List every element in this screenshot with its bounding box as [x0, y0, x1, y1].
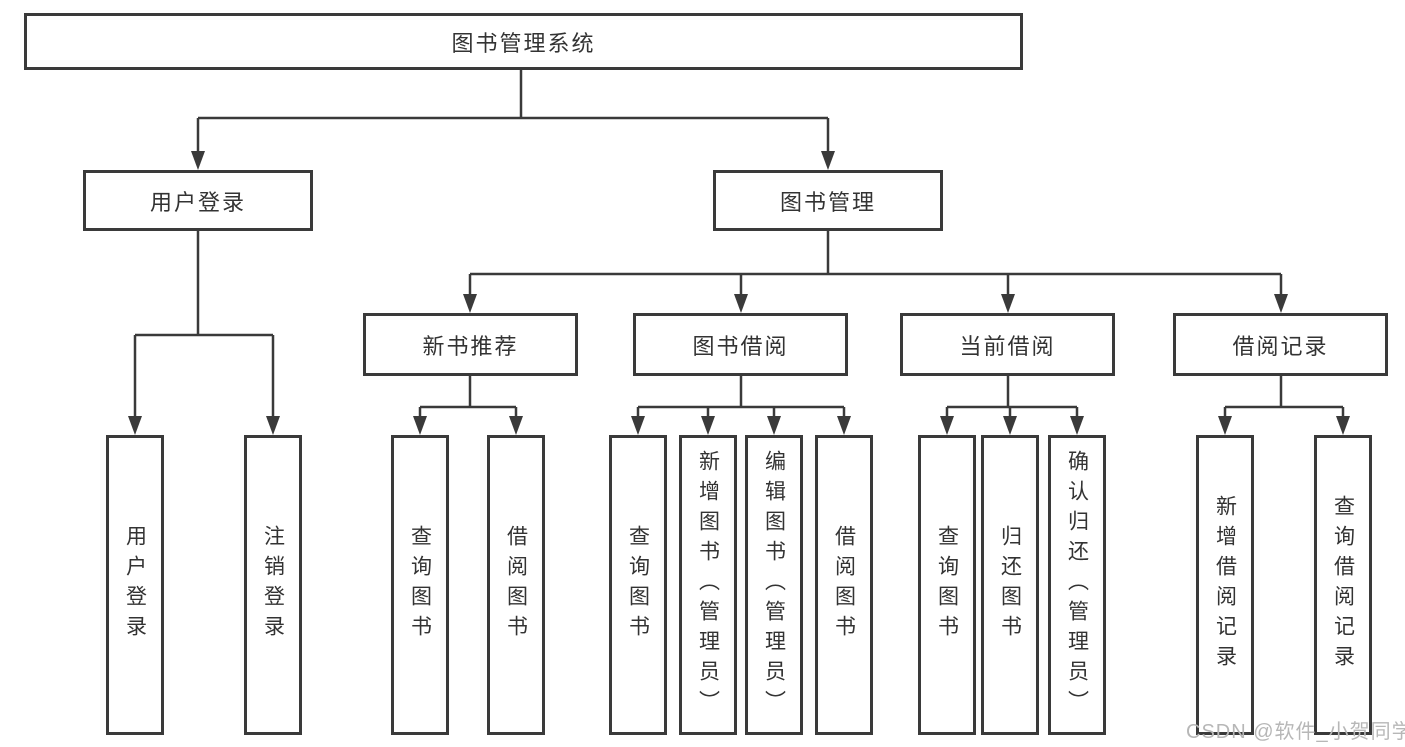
- node-library-management-system: 图书管理系统: [24, 13, 1023, 70]
- node-label: 用户登录: [149, 189, 246, 215]
- node-label: 图书管理系统: [451, 30, 596, 56]
- node-label: 借阅记录: [1232, 333, 1329, 359]
- leaf-label: 确认归还（管理员）: [1065, 450, 1089, 720]
- node-label: 当前借阅: [959, 333, 1056, 359]
- node-user-login: 用户登录: [83, 170, 313, 231]
- node-label: 图书借阅: [692, 333, 789, 359]
- node-new-book-recommendation: 新书推荐: [363, 313, 578, 376]
- leaf-query-books-current: 查询图书: [918, 435, 976, 735]
- leaf-label: 用户登录: [123, 525, 147, 645]
- leaf-add-books-admin: 新增图书（管理员）: [679, 435, 737, 735]
- node-label: 图书管理: [779, 189, 876, 215]
- leaf-label: 借阅图书: [832, 525, 856, 645]
- leaf-label: 注销登录: [261, 525, 285, 645]
- leaf-return-books: 归还图书: [981, 435, 1039, 735]
- node-borrowing-records: 借阅记录: [1173, 313, 1388, 376]
- leaf-label: 查询图书: [935, 525, 959, 645]
- connector-paths: [133, 70, 1345, 419]
- leaf-label: 新增图书（管理员）: [696, 450, 720, 720]
- leaf-confirm-return-admin: 确认归还（管理员）: [1048, 435, 1106, 735]
- leaf-borrow-books-recommend: 借阅图书: [487, 435, 545, 735]
- leaf-query-borrow-record: 查询借阅记录: [1314, 435, 1372, 735]
- leaf-query-books-recommend: 查询图书: [391, 435, 449, 735]
- leaf-user-login: 用户登录: [106, 435, 164, 735]
- leaf-label: 查询借阅记录: [1331, 495, 1355, 675]
- leaf-query-books-borrowing: 查询图书: [609, 435, 667, 735]
- node-book-borrowing: 图书借阅: [633, 313, 848, 376]
- csdn-watermark: CSDN @软件_小贺同学: [1186, 721, 1405, 743]
- leaf-label: 查询图书: [408, 525, 432, 645]
- node-current-borrowing: 当前借阅: [900, 313, 1115, 376]
- leaf-edit-books-admin: 编辑图书（管理员）: [745, 435, 803, 735]
- node-book-management: 图书管理: [713, 170, 943, 231]
- leaf-label: 借阅图书: [504, 525, 528, 645]
- leaf-borrow-books-borrowing: 借阅图书: [815, 435, 873, 735]
- leaf-label: 归还图书: [998, 525, 1022, 645]
- node-label: 新书推荐: [422, 333, 519, 359]
- leaf-logout-login: 注销登录: [244, 435, 302, 735]
- leaf-label: 编辑图书（管理员）: [762, 450, 786, 720]
- arrowheads: [128, 151, 1350, 435]
- leaf-add-borrow-record: 新增借阅记录: [1196, 435, 1254, 735]
- leaf-label: 查询图书: [626, 525, 650, 645]
- leaf-label: 新增借阅记录: [1213, 495, 1237, 675]
